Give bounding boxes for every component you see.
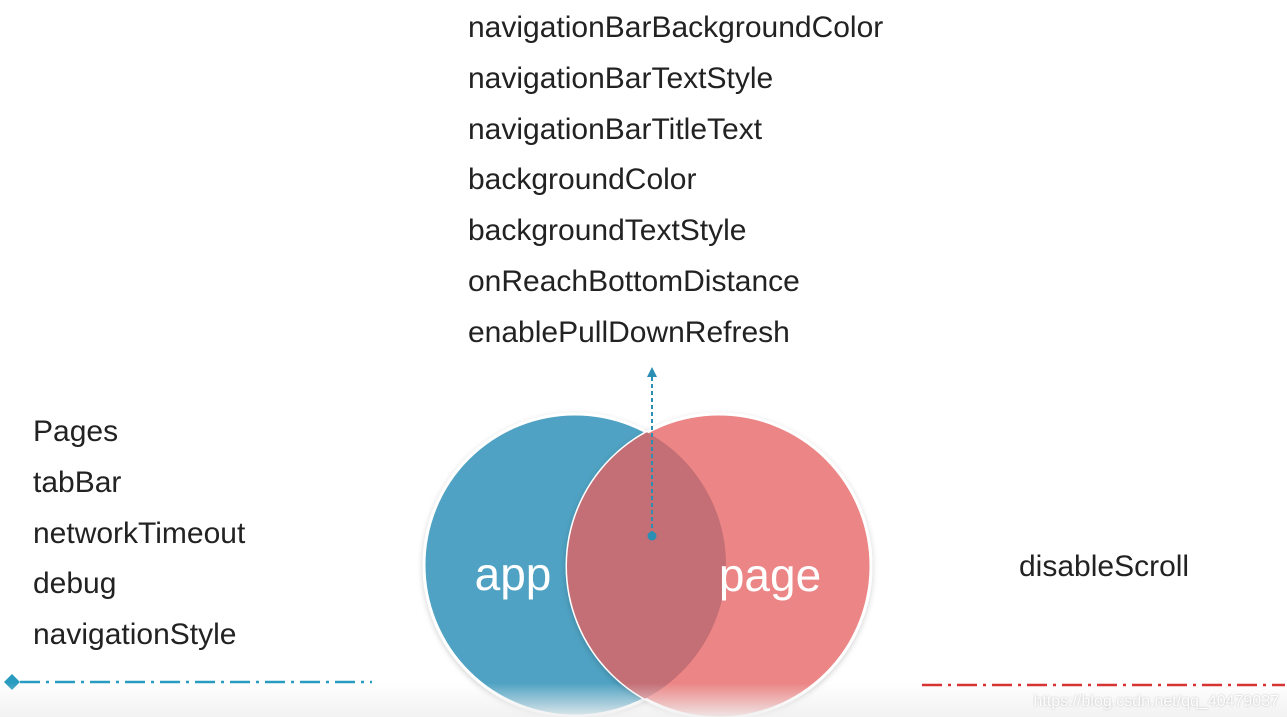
page-setting-item: disableScroll — [1019, 550, 1190, 583]
shared-setting-item: navigationBarBackgroundColor — [468, 11, 884, 44]
shared-setting-item: backgroundTextStyle — [468, 214, 747, 248]
app-divider — [4, 674, 372, 690]
app-setting-item: debug — [33, 567, 117, 601]
arrow-head-icon — [647, 367, 657, 377]
shared-setting-item: navigationBarTextStyle — [468, 61, 774, 95]
app-circle-label: app — [475, 548, 552, 600]
app-setting-item: Pages — [33, 415, 119, 448]
shared-setting-item: backgroundColor — [468, 163, 697, 197]
shared-setting-item: navigationBarTitleText — [468, 112, 763, 146]
diamond-icon — [4, 674, 20, 690]
watermark: https://blog.csdn.net/qq_40479037 — [1033, 693, 1279, 710]
overlap-region — [567, 414, 726, 716]
shared-arrow — [647, 367, 657, 541]
app-settings-list: Pages tabBar networkTimeout debug naviga… — [33, 407, 245, 661]
shared-settings-list: navigationBarBackgroundColor navigationB… — [468, 3, 883, 359]
app-setting-item: navigationStyle — [33, 618, 237, 652]
app-setting-item: tabBar — [33, 465, 122, 499]
page-circle-label: page — [719, 549, 821, 601]
shared-setting-item: onReachBottomDistance — [468, 264, 800, 298]
shared-arrow-origin-dot — [647, 531, 657, 541]
app-setting-item: networkTimeout — [33, 516, 246, 550]
shared-setting-item: enablePullDownRefresh — [468, 315, 790, 349]
